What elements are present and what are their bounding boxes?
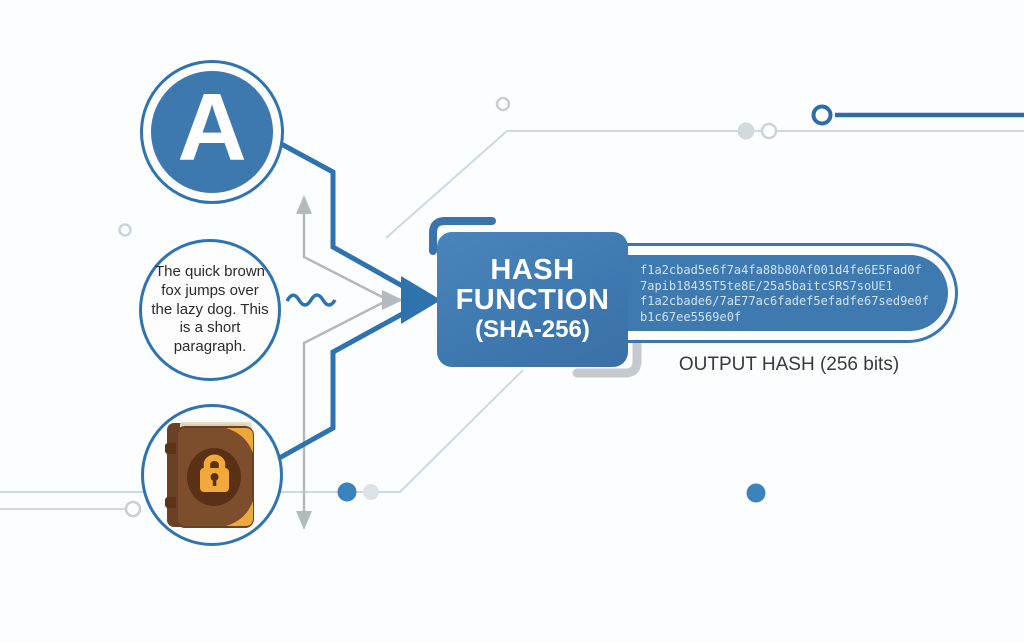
input-paragraph-text: The quick brown fox jumps over the lazy … (151, 263, 269, 356)
input-letter: A (177, 74, 247, 181)
circuit-dot-filled (363, 484, 379, 500)
hash-box-title-line2: FUNCTION (455, 284, 610, 316)
circuit-line-top-right-blue (811, 104, 1024, 126)
locked-book-icon (165, 422, 254, 528)
big-arrow-icon (401, 276, 441, 324)
circuit-dot-blue (337, 482, 357, 502)
hash-box-title-line3: (SHA-256) (475, 316, 590, 343)
circuit-line-top (385, 122, 1024, 239)
input-node-letter: A (140, 60, 284, 204)
gray-fan-arrows (296, 195, 403, 530)
output-hash-text: f1a2cbad5e6f7a4fa88b80Af001d4fe6E5Fad0f … (640, 263, 929, 325)
hash-line: 7apib1843ST5te8E/25a5baitcSRS7soUE1 (640, 278, 893, 293)
squiggle-icon (285, 293, 337, 307)
bracket-top-left (429, 217, 496, 255)
output-hash-label: OUTPUT HASH (256 bits) (678, 354, 900, 375)
blue-converge-lines (270, 136, 408, 464)
down-arrow-icon (296, 511, 312, 530)
circuit-dot-open (495, 96, 511, 112)
circuit-dot-open (811, 104, 833, 126)
hash-line: f1a2cbad5e6f7a4fa88b80Af001d4fe6E5Fad0f (640, 263, 922, 277)
output-hash-pill: f1a2cbad5e6f7a4fa88b80Af001d4fe6E5Fad0f … (572, 255, 948, 331)
circuit-dot-open (118, 223, 132, 237)
circuit-dot-blue (746, 483, 766, 503)
hash-box-title-line1: HASH (490, 254, 575, 286)
circuit-dot-filled (737, 122, 755, 140)
circuit-dot-open (760, 122, 778, 140)
circuit-dot-open (124, 500, 142, 518)
input-node-paragraph: The quick brown fox jumps over the lazy … (139, 239, 281, 381)
circuit-line-bottom (0, 369, 524, 518)
bracket-bottom-right (572, 339, 642, 378)
up-arrow-icon (296, 195, 312, 214)
right-arrow-icon (382, 290, 403, 310)
hash-line: b1c67ee5569e0f (640, 309, 742, 324)
letter-disc: A (151, 71, 273, 193)
input-node-book (141, 404, 283, 546)
hash-function-box: HASH FUNCTION (SHA-256) (437, 232, 628, 367)
hash-line: f1a2cbade6/7aE77ac6fadef5efadfe67sed9e0f (640, 294, 929, 308)
